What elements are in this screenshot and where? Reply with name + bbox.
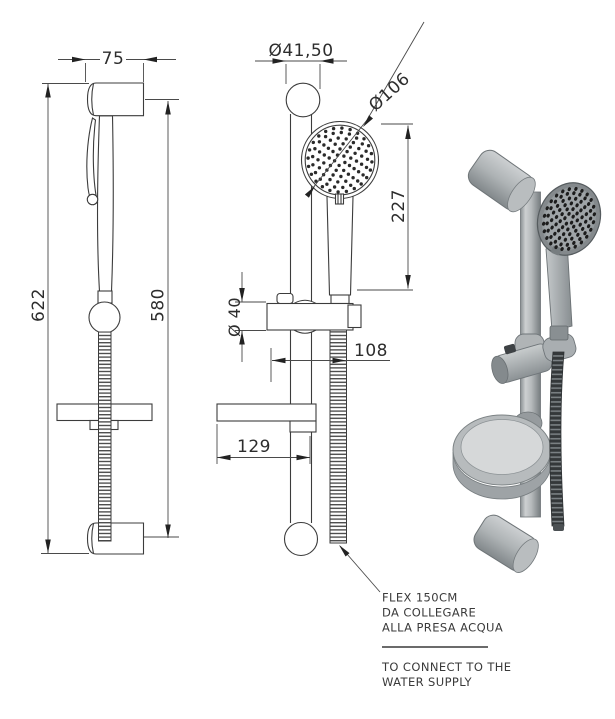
note-it-line1: FLEX 150CM — [382, 591, 458, 605]
dim-front-head-diameter-value: Ø106 — [365, 69, 414, 116]
render-view — [452, 149, 602, 573]
render-soap-dish — [452, 414, 552, 500]
side-bottom-bracket — [86, 522, 145, 555]
front-soap-dish-mount — [289, 420, 317, 433]
render-bottom-bracket — [473, 514, 539, 573]
dim-front-head-drop: 227 — [357, 123, 413, 291]
note-it-line2: DA COLLEGARE — [382, 606, 476, 620]
render-flex-hose — [549, 351, 565, 527]
side-holder-knob — [88, 301, 121, 334]
front-head-button — [334, 193, 345, 205]
front-hose-connector — [330, 294, 350, 305]
dim-side-total-height-value: 622 — [29, 288, 49, 322]
dim-side-width: 75 — [58, 49, 176, 82]
render-hose-end — [553, 524, 564, 531]
note-en-line2: WATER SUPPLY — [382, 675, 473, 689]
front-handle — [326, 195, 354, 296]
side-top-bracket — [86, 82, 145, 117]
render-hose-nut — [549, 325, 569, 341]
side-view: 75 622 580 — [29, 49, 179, 555]
dim-side-width-value: 75 — [102, 49, 125, 69]
dim-front-dish-width: 129 — [216, 424, 311, 464]
dim-front-bracket-diameter-value: Ø41,50 — [268, 41, 333, 61]
front-soap-dish — [216, 403, 317, 422]
side-flex-hose — [98, 331, 112, 542]
dim-side-rail-height: 580 — [144, 99, 179, 538]
hose-leader — [339, 545, 381, 593]
front-view: Ø41,50 Ø106 227 Ø 40 108 — [216, 21, 425, 557]
annotation-block: FLEX 150CM DA COLLEGARE ALLA PRESA ACQUA… — [381, 591, 511, 690]
dim-front-dish-width-value: 129 — [237, 437, 271, 457]
render-slider-holder — [491, 333, 577, 384]
dim-side-rail-height-value: 580 — [149, 288, 169, 322]
note-it-line3: ALLA PRESA ACQUA — [382, 621, 503, 635]
note-en-line1: TO CONNECT TO THE — [381, 660, 511, 674]
front-slider-holder — [266, 292, 362, 334]
front-bottom-bracket — [283, 521, 319, 557]
render-shower-head — [536, 182, 602, 256]
dim-front-holder-diameter: Ø 40 — [225, 272, 266, 362]
dim-front-bracket-diameter: Ø41,50 — [255, 41, 347, 89]
side-hand-shower-handle — [97, 115, 114, 293]
front-flex-hose — [329, 329, 347, 544]
render-nozzle-dots — [541, 186, 597, 252]
dim-front-holder-offset: 108 — [270, 341, 390, 382]
render-top-bracket — [467, 149, 536, 213]
front-nozzle-dots — [306, 126, 374, 194]
side-bottom-bracket-seam — [91, 523, 95, 554]
dim-front-head-drop-value: 227 — [389, 189, 409, 223]
side-head-hook — [86, 193, 99, 206]
dim-front-holder-diameter-value: Ø 40 — [225, 297, 244, 337]
dim-side-total-height: 622 — [29, 83, 89, 554]
dim-front-holder-offset-value: 108 — [354, 341, 388, 361]
side-holder-connector — [97, 290, 113, 304]
side-top-bracket-seam — [91, 83, 95, 116]
side-shower-head-profile — [86, 117, 99, 206]
front-top-bracket — [285, 82, 321, 118]
